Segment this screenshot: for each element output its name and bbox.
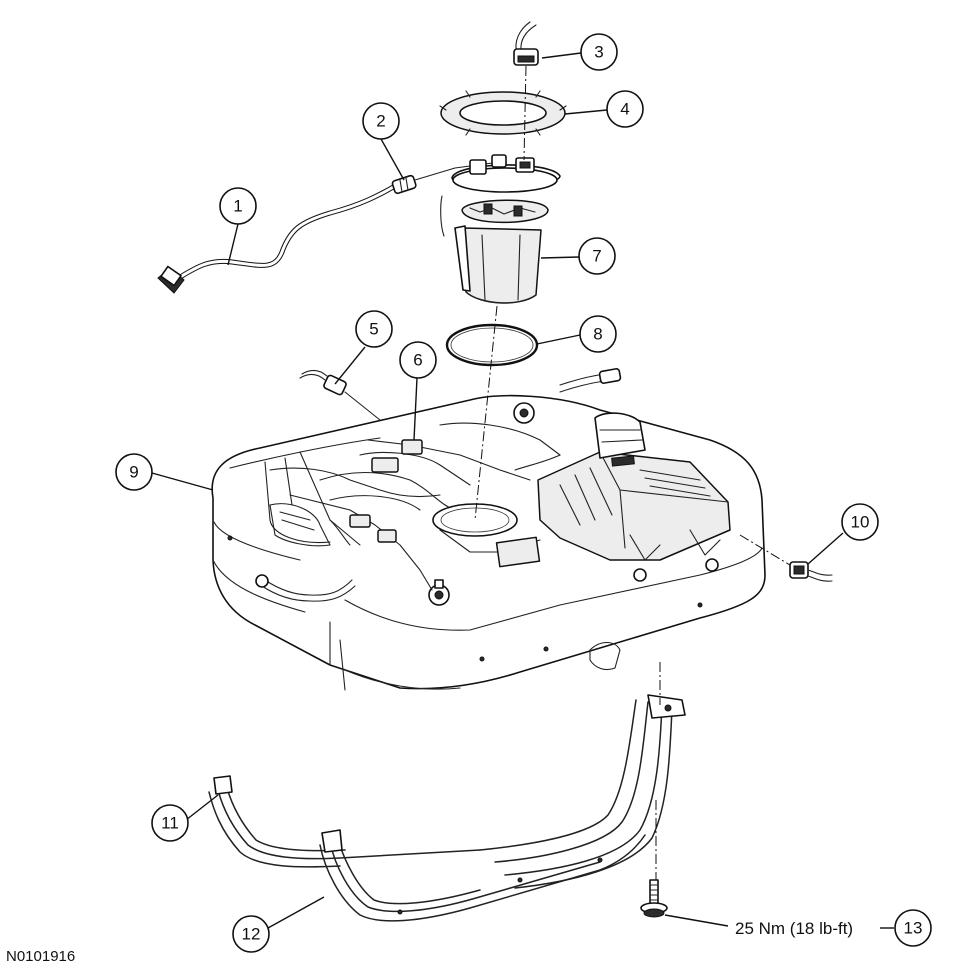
callout-5: 5 <box>355 310 393 348</box>
callout-9: 9 <box>115 453 153 491</box>
callout-7-label: 7 <box>592 247 601 266</box>
callout-4-label: 4 <box>620 100 629 119</box>
fuel-pump-lock-ring <box>439 90 567 136</box>
callout-11-label: 11 <box>161 814 179 833</box>
callout-8: 8 <box>579 315 617 353</box>
callout-2: 2 <box>362 102 400 140</box>
assembly-axes <box>474 65 791 880</box>
callout-6-label: 6 <box>413 351 422 370</box>
callout-4: 4 <box>606 90 644 128</box>
callout-10: 10 <box>841 503 879 541</box>
vent-tube-fitting <box>789 561 833 582</box>
callout-6: 6 <box>399 341 437 379</box>
callout-7: 7 <box>578 237 616 275</box>
callout-3-label: 3 <box>594 43 603 62</box>
callout-3: 3 <box>580 33 618 71</box>
callout-12-label: 12 <box>242 925 261 944</box>
callout-1: 1 <box>219 187 257 225</box>
fuel-pump-o-ring <box>445 323 539 367</box>
figure-code: N0101916 <box>6 948 75 965</box>
fuel-tank-strap-bolt <box>640 879 668 918</box>
callout-13-label: 13 <box>904 919 923 938</box>
callout-9-label: 9 <box>129 463 138 482</box>
callout-12: 12 <box>232 915 270 953</box>
fuel-tank-straps <box>208 694 686 922</box>
quick-connect-coupling <box>391 161 501 195</box>
callout-5-label: 5 <box>369 320 378 339</box>
callout-13: 13 <box>894 909 932 947</box>
torque-specification: 25 Nm (18 lb-ft) <box>735 919 853 938</box>
pump-electrical-connector <box>513 21 539 66</box>
callout-1-label: 1 <box>233 197 242 216</box>
callout-11: 11 <box>151 804 189 842</box>
callout-10-label: 10 <box>851 513 870 532</box>
fuel-pump-module <box>440 154 561 304</box>
callout-2-label: 2 <box>376 112 385 131</box>
fuel-supply-tube <box>157 183 398 294</box>
fuel-tank <box>211 368 766 691</box>
callout-leaders <box>151 52 894 929</box>
callout-8-label: 8 <box>593 325 602 344</box>
